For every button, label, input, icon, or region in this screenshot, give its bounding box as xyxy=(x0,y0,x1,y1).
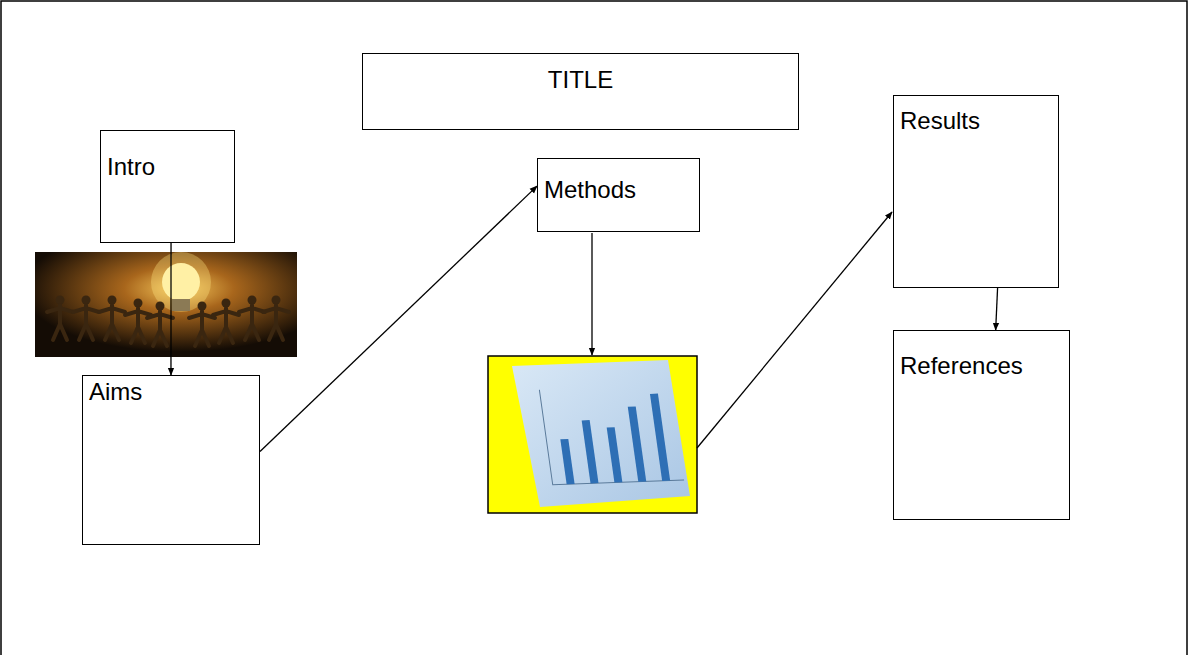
chart-picture xyxy=(488,356,697,513)
process-box: Aims xyxy=(82,375,260,545)
process-box: References xyxy=(893,330,1070,520)
title-box: TITLE xyxy=(362,53,799,130)
process-box: Methods xyxy=(537,158,700,232)
box-label: Intro xyxy=(107,153,155,182)
box-label: References xyxy=(900,352,1023,381)
box-label: Methods xyxy=(544,176,636,205)
arrow-line xyxy=(697,212,892,448)
box-label: TITLE xyxy=(548,66,613,95)
arrow-connector xyxy=(996,288,998,330)
lightbulb-picture xyxy=(35,252,297,357)
arrow-line xyxy=(591,233,592,355)
arrow-connector xyxy=(260,186,537,451)
arrow-connector xyxy=(170,243,171,375)
process-box: Results xyxy=(893,95,1059,288)
box-label: Results xyxy=(900,107,980,136)
process-box: Intro xyxy=(100,130,235,243)
box-label: Aims xyxy=(89,378,142,407)
